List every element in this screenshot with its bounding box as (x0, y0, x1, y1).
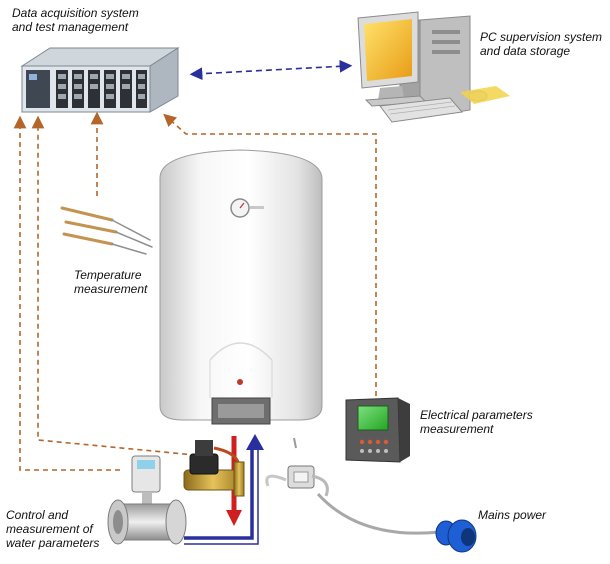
label-water-line1: Control and (6, 508, 69, 522)
signal-lines (13, 111, 377, 471)
label-daq-line2: and test management (12, 20, 129, 34)
signal-line-electrical (163, 113, 377, 396)
temperature-probe-icon (60, 206, 153, 255)
label-mains: Mains power (478, 508, 546, 522)
label-pc: PC supervision system and data storage (480, 30, 602, 58)
water-heater-icon (159, 149, 323, 425)
pc-workstation-icon (357, 11, 510, 123)
label-electrical: Electrical parameters measurement (420, 408, 533, 436)
label-water: Control and measurement of water paramet… (6, 508, 99, 550)
label-temperature: Temperature measurement (74, 268, 147, 296)
solenoid-valve-icon (183, 440, 245, 497)
signal-line-flowmeter (13, 115, 120, 471)
daq-rack-icon (20, 47, 180, 113)
label-temperature-line1: Temperature (74, 268, 142, 282)
label-daq-line1: Data acquisition system (12, 6, 139, 20)
current-clamp-icon (265, 437, 441, 535)
flow-meter-icon (107, 455, 187, 545)
cold-water-pipe (184, 446, 254, 540)
pc-link-arrow (189, 59, 353, 81)
label-pc-line2: and data storage (480, 44, 571, 58)
label-pc-line1: PC supervision system (480, 30, 603, 44)
label-temperature-line2: measurement (74, 282, 148, 296)
label-water-line3: water parameters (6, 536, 100, 550)
label-mains-line1: Mains power (478, 508, 547, 522)
label-water-line2: measurement of (6, 522, 93, 536)
label-daq: Data acquisition system and test managem… (12, 6, 139, 34)
mains-plug-icon (435, 519, 477, 553)
label-electrical-line1: Electrical parameters (420, 408, 533, 422)
water-pipes (184, 434, 264, 545)
power-meter-icon (345, 397, 410, 463)
label-electrical-line2: measurement (420, 422, 494, 436)
signal-line-valve (31, 115, 206, 457)
